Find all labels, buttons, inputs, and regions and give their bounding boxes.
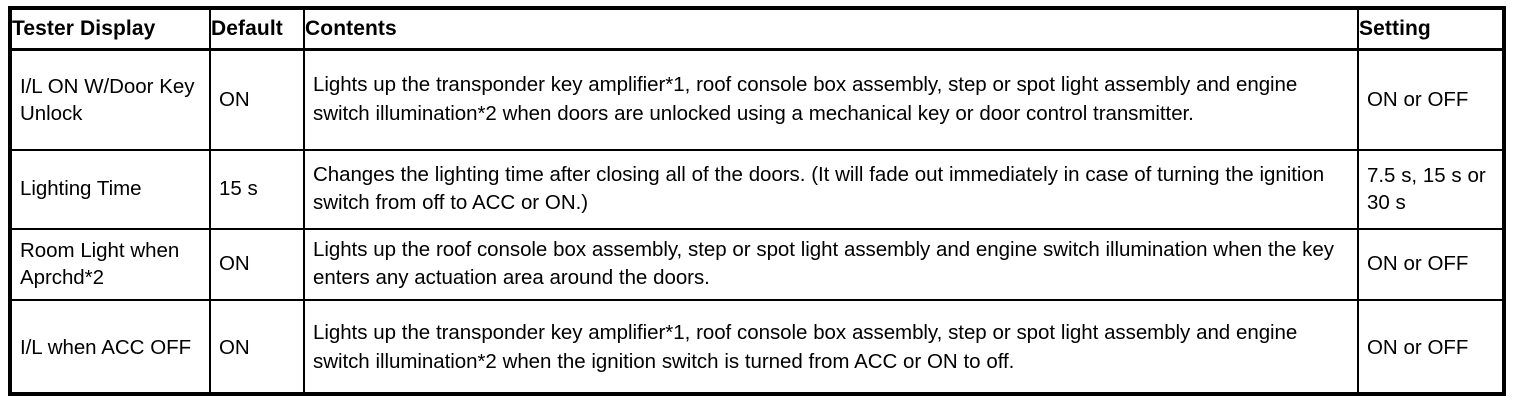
column-header-default: Default bbox=[210, 10, 305, 51]
table-body: I/L ON W/Door Key Unlock ON Lights up th… bbox=[12, 49, 1502, 395]
cell-tester-display: I/L ON W/Door Key Unlock bbox=[12, 49, 211, 151]
cell-default: ON bbox=[210, 228, 305, 301]
spec-table-container: Tester Display Default Contents Setting … bbox=[8, 6, 1506, 396]
cell-contents: Changes the lighting time after closing … bbox=[304, 149, 1359, 230]
setting-text: 7.5 s, 15 s or 30 s bbox=[1367, 163, 1486, 214]
cell-setting: ON or OFF bbox=[1358, 228, 1502, 301]
tester-display-text: Room Light when Aprchd*2 bbox=[20, 238, 180, 289]
table-header-row: Tester Display Default Contents Setting bbox=[12, 10, 1502, 51]
cell-setting: ON or OFF bbox=[1358, 49, 1502, 151]
table-header: Tester Display Default Contents Setting bbox=[12, 10, 1502, 51]
default-value-text: ON bbox=[219, 335, 250, 359]
cell-contents: Lights up the roof console box assembly,… bbox=[304, 228, 1359, 301]
contents-text: Changes the lighting time after closing … bbox=[313, 162, 1325, 214]
tester-display-text: I/L when ACC OFF bbox=[20, 335, 192, 359]
setting-text: ON or OFF bbox=[1367, 335, 1469, 359]
setting-text: ON or OFF bbox=[1367, 88, 1469, 112]
default-value-text: ON bbox=[219, 252, 250, 276]
cell-tester-display: Lighting Time bbox=[12, 149, 211, 230]
table-row: I/L when ACC OFF ON Lights up the transp… bbox=[12, 299, 1502, 395]
table-row: I/L ON W/Door Key Unlock ON Lights up th… bbox=[12, 49, 1502, 151]
cell-contents: Lights up the transponder key amplifier*… bbox=[304, 49, 1359, 151]
cell-default: ON bbox=[210, 49, 305, 151]
cell-tester-display: Room Light when Aprchd*2 bbox=[12, 228, 211, 301]
column-header-contents: Contents bbox=[304, 10, 1359, 51]
setting-text: ON or OFF bbox=[1367, 252, 1469, 276]
cell-setting: 7.5 s, 15 s or 30 s bbox=[1358, 149, 1502, 230]
cell-contents: Lights up the transponder key amplifier*… bbox=[304, 299, 1359, 395]
cell-tester-display: I/L when ACC OFF bbox=[12, 299, 211, 395]
cell-default: ON bbox=[210, 299, 305, 395]
column-header-setting: Setting bbox=[1358, 10, 1502, 51]
tester-display-text: I/L ON W/Door Key Unlock bbox=[20, 74, 195, 125]
cell-setting: ON or OFF bbox=[1358, 300, 1502, 395]
contents-text: Lights up the roof console box assembly,… bbox=[313, 237, 1334, 289]
column-header-tester-display: Tester Display bbox=[12, 10, 211, 51]
table-row: Lighting Time 15 s Changes the lighting … bbox=[12, 149, 1502, 230]
default-value-text: ON bbox=[219, 88, 250, 112]
tester-display-text: Lighting Time bbox=[20, 177, 142, 201]
default-value-text: 15 s bbox=[219, 177, 258, 201]
contents-text: Lights up the transponder key amplifier*… bbox=[313, 321, 1298, 373]
cell-default: 15 s bbox=[210, 149, 305, 230]
table-row: Room Light when Aprchd*2 ON Lights up th… bbox=[12, 228, 1502, 301]
tester-display-settings-table: Tester Display Default Contents Setting … bbox=[12, 10, 1502, 395]
contents-text: Lights up the transponder key amplifier*… bbox=[313, 73, 1298, 125]
